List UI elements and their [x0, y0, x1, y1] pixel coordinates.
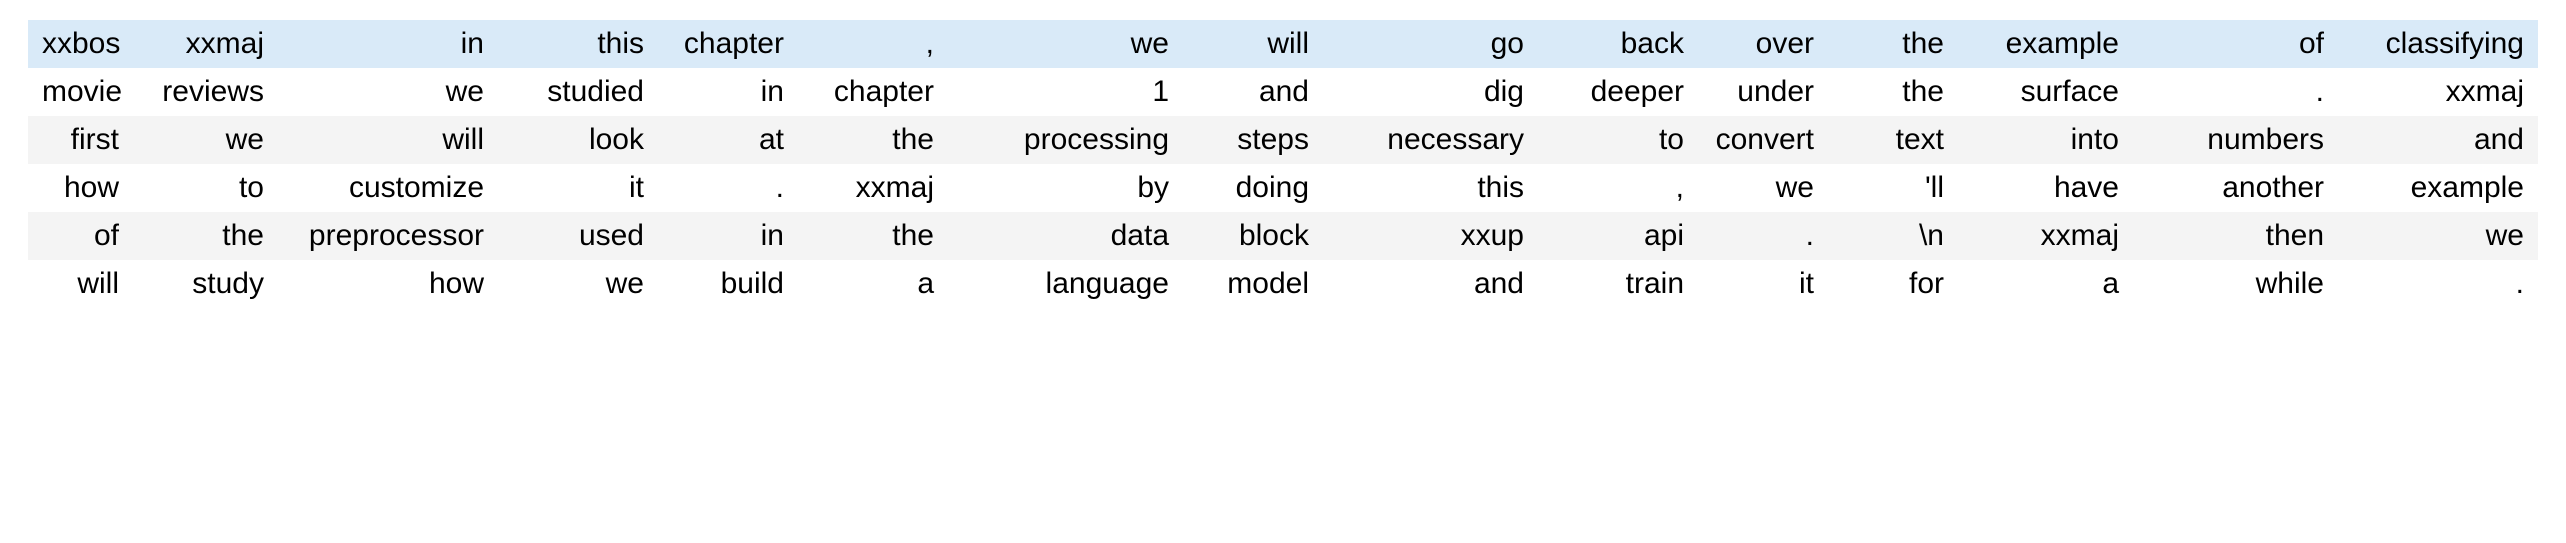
table-cell: we: [1698, 164, 1828, 212]
table-cell: .: [1698, 212, 1828, 260]
table-cell: studied: [498, 68, 658, 116]
table-cell: will: [1183, 20, 1323, 68]
table-cell: by: [948, 164, 1183, 212]
table-cell: we: [278, 68, 498, 116]
table-cell: how: [278, 260, 498, 308]
table-cell: \n: [1828, 212, 1958, 260]
table-cell: deeper: [1538, 68, 1698, 116]
table-cell: look: [498, 116, 658, 164]
table-cell: model: [1183, 260, 1323, 308]
table-cell: xxup: [1323, 212, 1538, 260]
table-cell: this: [498, 20, 658, 68]
table-cell: back: [1538, 20, 1698, 68]
table-cell: the: [798, 116, 948, 164]
table-cell: customize: [278, 164, 498, 212]
table-cell: go: [1323, 20, 1538, 68]
table-cell: .: [2338, 260, 2538, 308]
table-cell: classifying: [2338, 20, 2538, 68]
table-cell: over: [1698, 20, 1828, 68]
table-cell: reviews: [133, 68, 278, 116]
table-cell: of: [2133, 20, 2338, 68]
table-cell: in: [658, 212, 798, 260]
table-cell: the: [1828, 68, 1958, 116]
table-cell: for: [1828, 260, 1958, 308]
table-cell: language: [948, 260, 1183, 308]
table-cell: in: [278, 20, 498, 68]
table-cell: will: [28, 260, 133, 308]
table-cell: we: [948, 20, 1183, 68]
table-cell: and: [1183, 68, 1323, 116]
table-cell: .: [2133, 68, 2338, 116]
table-cell: data: [948, 212, 1183, 260]
table-cell: to: [1538, 116, 1698, 164]
table-cell: 'll: [1828, 164, 1958, 212]
table-cell: used: [498, 212, 658, 260]
table-cell: xxmaj: [798, 164, 948, 212]
table-cell: example: [1958, 20, 2133, 68]
table-cell: train: [1538, 260, 1698, 308]
table-cell: text: [1828, 116, 1958, 164]
table-cell: xxmaj: [2338, 68, 2538, 116]
table-cell: a: [798, 260, 948, 308]
table-cell: chapter: [658, 20, 798, 68]
token-table-container: xxbos xxmaj in this chapter , we will go…: [28, 20, 2538, 308]
table-cell: to: [133, 164, 278, 212]
token-table: xxbos xxmaj in this chapter , we will go…: [28, 20, 2538, 308]
table-row: of the preprocessor used in the data blo…: [28, 212, 2538, 260]
table-cell: processing: [948, 116, 1183, 164]
table-cell: example: [2338, 164, 2538, 212]
table-cell: xxmaj: [1958, 212, 2133, 260]
table-cell: .: [658, 164, 798, 212]
table-cell: under: [1698, 68, 1828, 116]
table-cell: movie: [28, 68, 133, 116]
table-cell: chapter: [798, 68, 948, 116]
table-cell: build: [658, 260, 798, 308]
table-cell: into: [1958, 116, 2133, 164]
table-cell: it: [1698, 260, 1828, 308]
table-cell: first: [28, 116, 133, 164]
table-row: xxbos xxmaj in this chapter , we will go…: [28, 20, 2538, 68]
table-cell: steps: [1183, 116, 1323, 164]
table-cell: and: [1323, 260, 1538, 308]
table-cell: at: [658, 116, 798, 164]
table-cell: we: [2338, 212, 2538, 260]
table-cell: another: [2133, 164, 2338, 212]
table-row: first we will look at the processing ste…: [28, 116, 2538, 164]
table-cell: then: [2133, 212, 2338, 260]
table-cell: the: [133, 212, 278, 260]
table-cell: the: [1828, 20, 1958, 68]
table-cell: ,: [1538, 164, 1698, 212]
table-cell: doing: [1183, 164, 1323, 212]
table-cell: have: [1958, 164, 2133, 212]
table-cell: study: [133, 260, 278, 308]
table-cell: the: [798, 212, 948, 260]
table-cell: and: [2338, 116, 2538, 164]
table-cell: we: [498, 260, 658, 308]
table-cell: it: [498, 164, 658, 212]
table-cell: block: [1183, 212, 1323, 260]
table-cell: ,: [798, 20, 948, 68]
table-cell: xxmaj: [133, 20, 278, 68]
table-cell: this: [1323, 164, 1538, 212]
table-cell: dig: [1323, 68, 1538, 116]
table-row: will study how we build a language model…: [28, 260, 2538, 308]
table-cell: 1: [948, 68, 1183, 116]
table-cell: in: [658, 68, 798, 116]
table-cell: how: [28, 164, 133, 212]
table-cell: while: [2133, 260, 2338, 308]
token-table-body: xxbos xxmaj in this chapter , we will go…: [28, 20, 2538, 308]
table-cell: preprocessor: [278, 212, 498, 260]
table-cell: of: [28, 212, 133, 260]
table-cell: a: [1958, 260, 2133, 308]
table-row: how to customize it . xxmaj by doing thi…: [28, 164, 2538, 212]
table-cell: will: [278, 116, 498, 164]
table-cell: necessary: [1323, 116, 1538, 164]
table-row: movie reviews we studied in chapter 1 an…: [28, 68, 2538, 116]
table-cell: surface: [1958, 68, 2133, 116]
table-cell: we: [133, 116, 278, 164]
table-cell: xxbos: [28, 20, 133, 68]
table-cell: numbers: [2133, 116, 2338, 164]
table-cell: api: [1538, 212, 1698, 260]
table-cell: convert: [1698, 116, 1828, 164]
